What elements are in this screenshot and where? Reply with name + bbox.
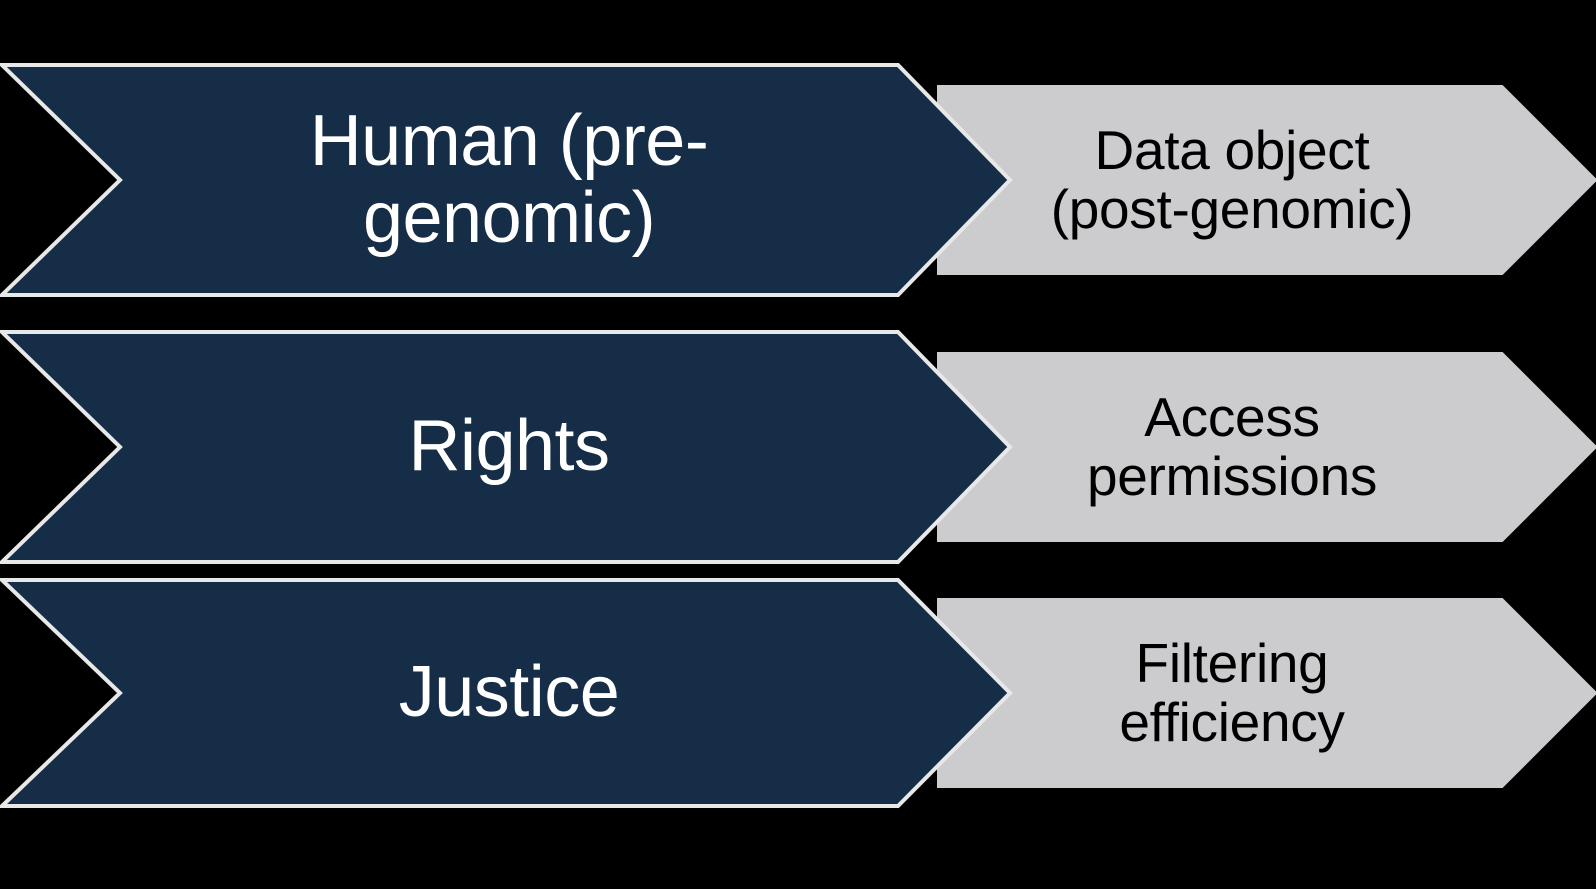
secondary-chevron-1[interactable]: Data object (post-genomic) bbox=[935, 83, 1596, 277]
chevron-row-1: Data object (post-genomic) Human (pre- g… bbox=[0, 63, 1596, 297]
chevron-row-3: Filtering efficiency Justice bbox=[0, 578, 1596, 808]
secondary-chevron-3[interactable]: Filtering efficiency bbox=[935, 596, 1596, 790]
secondary-chevron-2[interactable]: Access permissions bbox=[935, 350, 1596, 544]
primary-chevron-2[interactable]: Rights bbox=[0, 330, 1013, 564]
primary-chevron-3[interactable]: Justice bbox=[0, 578, 1013, 808]
primary-chevron-1[interactable]: Human (pre- genomic) bbox=[0, 63, 1013, 297]
chevron-row-2: Access permissions Rights bbox=[0, 330, 1596, 564]
